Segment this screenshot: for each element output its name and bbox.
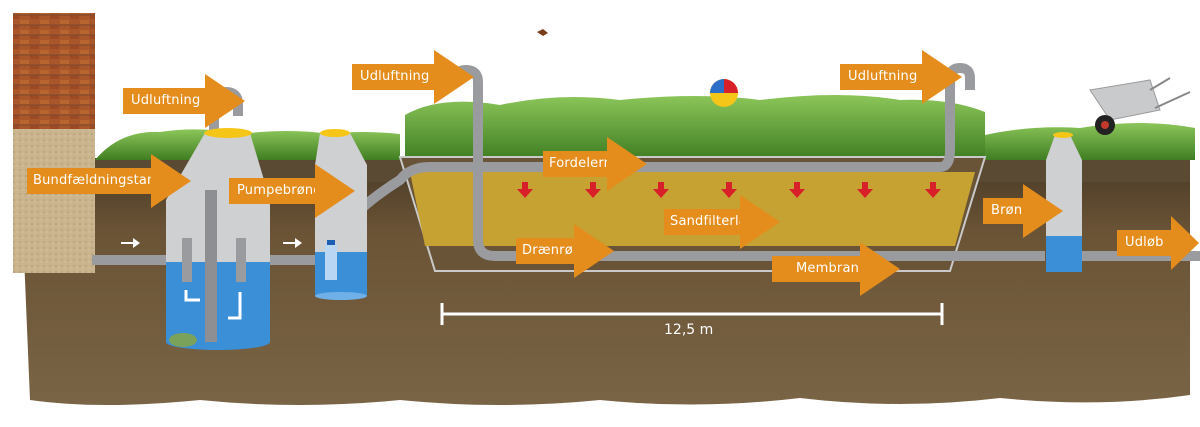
callout-label: Bundfældningstank [27, 168, 163, 194]
callout-arrowhead [205, 74, 245, 128]
house-wall [13, 13, 95, 273]
outlet-tee [236, 238, 246, 282]
callout-label: Fordelerrør [543, 151, 623, 177]
inlet-tee [182, 238, 192, 282]
callout-arrowhead [574, 224, 614, 278]
callout-label: Udluftning [352, 64, 434, 90]
scale-label: 12,5 m [664, 322, 714, 338]
scale-bar [440, 303, 944, 325]
callout-label: Drænrør [516, 238, 578, 264]
beach-ball-icon [710, 79, 738, 107]
pump [325, 244, 337, 280]
settling-tank-lid [204, 128, 252, 138]
inflow-arrow [121, 238, 140, 248]
well-water [1046, 236, 1082, 272]
callout-arrowhead [740, 195, 780, 249]
callout-arrowhead [151, 154, 191, 208]
callout-label: Sandfilterlag [664, 209, 755, 235]
callout-label: Udløb [1117, 230, 1171, 256]
callout-arrowhead [607, 137, 647, 191]
pump-inflow-arrow [283, 238, 302, 248]
wheelbarrow-icon [1089, 77, 1191, 135]
callout-label: Membran [772, 256, 860, 282]
down-arrow-icon [653, 182, 669, 198]
callout-arrowhead [315, 164, 355, 218]
brick-wall [13, 13, 95, 129]
callout-label: Brønd [983, 198, 1031, 224]
down-arrow-icon [857, 182, 873, 198]
decorations [537, 29, 1191, 135]
down-arrow-icon [789, 182, 805, 198]
settling-tank [166, 128, 270, 350]
callout-arrowhead [922, 50, 962, 104]
callout-label: Udluftning [123, 88, 205, 114]
callout-label: Pumpebrønd [229, 178, 322, 204]
grass-mound [405, 95, 985, 160]
pump-well-water [315, 252, 367, 296]
callout-arrowhead [1171, 216, 1199, 270]
down-arrow-icon [721, 182, 737, 198]
drain-pipe [473, 239, 1045, 261]
butterfly-icon [537, 29, 548, 36]
callout-arrowhead [860, 242, 900, 296]
callout-label: Udluftning [840, 64, 922, 90]
foundation [13, 129, 95, 273]
down-arrow-icon [585, 182, 601, 198]
callout-arrowhead [434, 50, 474, 104]
down-arrow-icon [925, 182, 941, 198]
down-arrow-icon [517, 182, 533, 198]
flow-arrow-bend-1 [184, 290, 200, 302]
callout-arrowhead [1023, 184, 1063, 238]
pump-well-lid [320, 129, 350, 137]
settling-tank-water [166, 262, 270, 342]
sludge [169, 333, 197, 347]
flow-arrows [121, 238, 302, 248]
well-lid [1053, 132, 1073, 138]
tank-divider [205, 190, 217, 342]
flow-arrow-bend-2 [228, 292, 242, 320]
down-arrows [517, 182, 941, 198]
